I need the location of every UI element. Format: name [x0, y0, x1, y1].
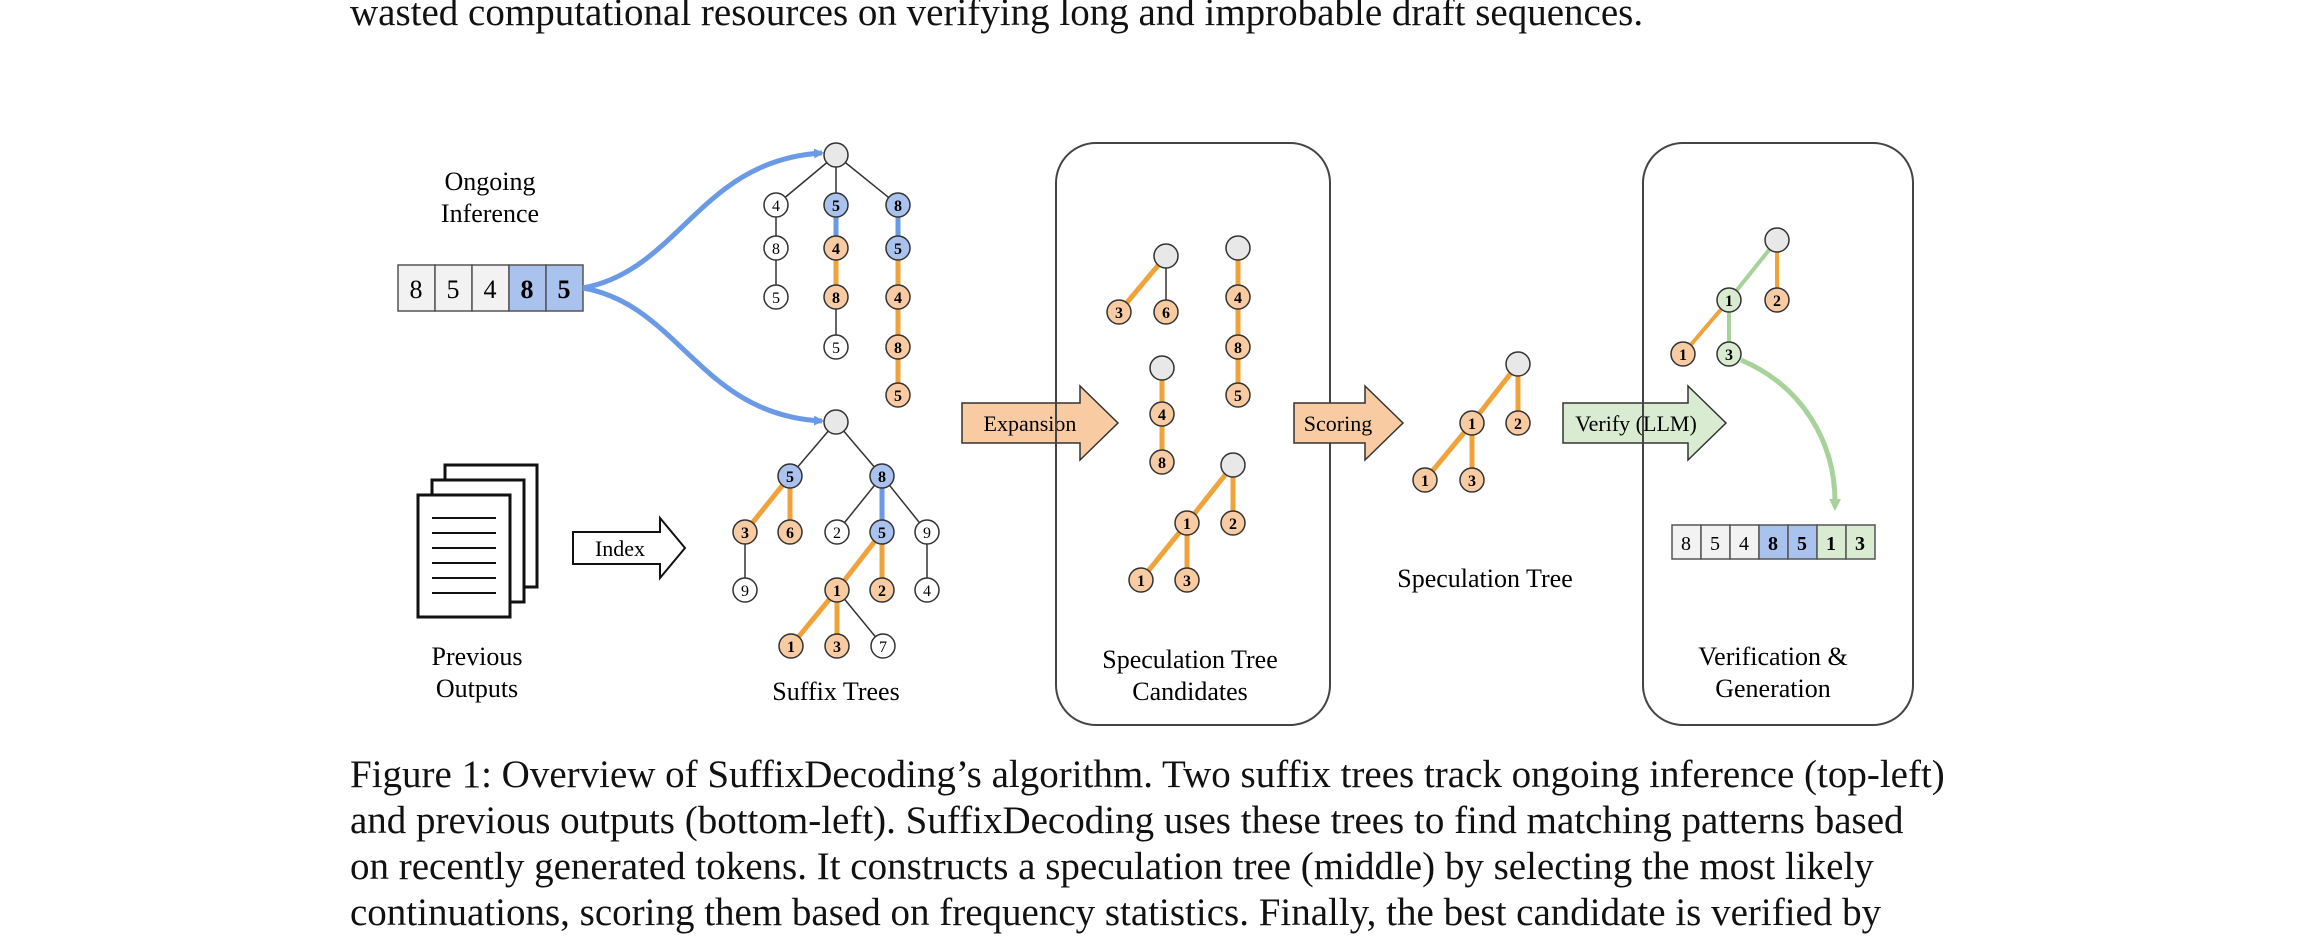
previous-label: Outputs — [436, 674, 518, 703]
figure-caption-line: and previous outputs (bottom-left). Suff… — [350, 799, 1904, 842]
tree-node-label: 2 — [1514, 416, 1522, 433]
tree-node-label: 5 — [832, 198, 840, 215]
tree-node-label: 4 — [832, 241, 840, 258]
verification-panel — [1642, 142, 1914, 726]
tree-node-label: 5 — [894, 388, 902, 405]
figure-caption-line: continuations, scoring them based on fre… — [350, 891, 1882, 934]
ongoing-label: Inference — [441, 199, 539, 228]
verification-label: Verification & — [1698, 642, 1847, 671]
tree-node-label: 3 — [1468, 473, 1476, 490]
speculation-tree-label: Speculation Tree — [1397, 564, 1573, 593]
paper-body-text: wasted computational resources on verify… — [350, 0, 1644, 34]
blue-arrow — [582, 285, 824, 426]
verify-arrow-label: Verify (LLM) — [1575, 411, 1697, 436]
candidates-label: Speculation Tree — [1102, 645, 1278, 674]
tree-node-label: 2 — [1773, 293, 1781, 310]
input-token: 8 — [521, 275, 534, 304]
tree-node-label: 1 — [1468, 416, 1476, 433]
output-token: 5 — [1710, 533, 1720, 555]
tree-node-label: 5 — [772, 290, 780, 307]
verification-tree: 1 2 1 3 — [1670, 227, 1790, 367]
tree-node-label: 5 — [832, 340, 840, 357]
tree-node-label: 9 — [741, 583, 749, 600]
verification-label: Generation — [1715, 674, 1831, 703]
tree-node-label: 1 — [787, 639, 795, 656]
output-token: 1 — [1826, 533, 1836, 555]
documents-icon — [416, 463, 539, 619]
tree-node-label: 8 — [772, 241, 780, 258]
input-token: 8 — [410, 275, 423, 304]
tree-node-label: 4 — [1158, 407, 1166, 424]
tree-node-label: 4 — [1234, 290, 1242, 307]
speculation-tree: 1 2 1 3 — [1412, 351, 1531, 493]
scoring-arrow-label: Scoring — [1304, 411, 1372, 436]
index-arrow-label: Index — [595, 536, 645, 561]
tree-node-label: 9 — [923, 525, 931, 542]
tree-node-label: 1 — [833, 583, 841, 600]
output-token: 5 — [1797, 533, 1807, 555]
input-token: 4 — [484, 275, 497, 304]
tree-node-label: 8 — [1234, 340, 1242, 357]
expansion-arrow — [961, 384, 1120, 462]
tree-node-label: 8 — [894, 340, 902, 357]
index-arrow — [572, 515, 687, 581]
tree-node-label: 3 — [741, 525, 749, 542]
suffixdecoding-figure: Ongoing Inference 8 5 4 8 5 Previous Out… — [397, 142, 1914, 726]
figure-caption-line: Figure 1: Overview of SuffixDecoding’s a… — [350, 753, 1945, 796]
tree-node-label: 3 — [1725, 347, 1733, 364]
tree-node-label: 5 — [894, 241, 902, 258]
tree-node-label: 8 — [878, 469, 886, 486]
input-token: 5 — [447, 275, 460, 304]
tree-node-label: 5 — [786, 469, 794, 486]
candidate-trees: 3 6 4 8 5 4 8 1 2 1 3 — [1106, 235, 1251, 593]
ongoing-label: Ongoing — [445, 167, 536, 196]
tree-node-label: 5 — [878, 525, 886, 542]
suffix-tree-top: 4 8 5 5 4 8 5 8 5 4 8 5 — [763, 142, 911, 408]
tree-node-label: 3 — [833, 639, 841, 656]
output-token: 8 — [1681, 533, 1691, 555]
tree-node-label: 5 — [1234, 388, 1242, 405]
tree-node-label: 8 — [832, 290, 840, 307]
input-token-strip: 8 5 4 8 5 — [397, 264, 584, 312]
tree-node-label: 3 — [1115, 305, 1123, 322]
green-arrow — [1740, 357, 1842, 511]
tree-node-label: 2 — [1229, 516, 1237, 533]
candidates-label: Candidates — [1132, 677, 1248, 706]
tree-node-label: 1 — [1421, 473, 1429, 490]
input-token: 5 — [558, 275, 571, 304]
figure-caption-line: on recently generated tokens. It constru… — [350, 845, 1874, 888]
verify-arrow — [1562, 384, 1728, 462]
tree-node-label: 3 — [1183, 573, 1191, 590]
output-token-strip: 8 5 4 8 5 1 3 — [1671, 524, 1876, 560]
tree-node-label: 1 — [1183, 516, 1191, 533]
output-token: 3 — [1855, 533, 1865, 555]
blue-arrow — [582, 148, 824, 291]
tree-node-label: 4 — [894, 290, 902, 307]
tree-node-label: 1 — [1725, 293, 1733, 310]
tree-node-label: 2 — [833, 525, 841, 542]
previous-label: Previous — [432, 642, 523, 671]
tree-node-label: 8 — [894, 198, 902, 215]
expansion-arrow-label: Expansion — [984, 411, 1077, 436]
output-token: 4 — [1739, 533, 1749, 555]
tree-node-label: 6 — [1162, 305, 1170, 322]
suffix-trees-label: Suffix Trees — [772, 677, 899, 706]
tree-node-label: 2 — [878, 583, 886, 600]
scoring-arrow — [1293, 384, 1405, 462]
tree-node-label: 8 — [1158, 455, 1166, 472]
tree-node-label: 7 — [879, 639, 887, 656]
suffix-tree-bottom: 5 8 3 6 9 2 5 9 1 2 4 1 3 7 — [732, 409, 940, 659]
output-token: 8 — [1768, 533, 1778, 555]
tree-node-label: 6 — [786, 525, 794, 542]
tree-node-label: 1 — [1137, 573, 1145, 590]
tree-node-label: 4 — [772, 198, 780, 215]
tree-node-label: 4 — [923, 583, 931, 600]
tree-node-label: 1 — [1679, 347, 1687, 364]
